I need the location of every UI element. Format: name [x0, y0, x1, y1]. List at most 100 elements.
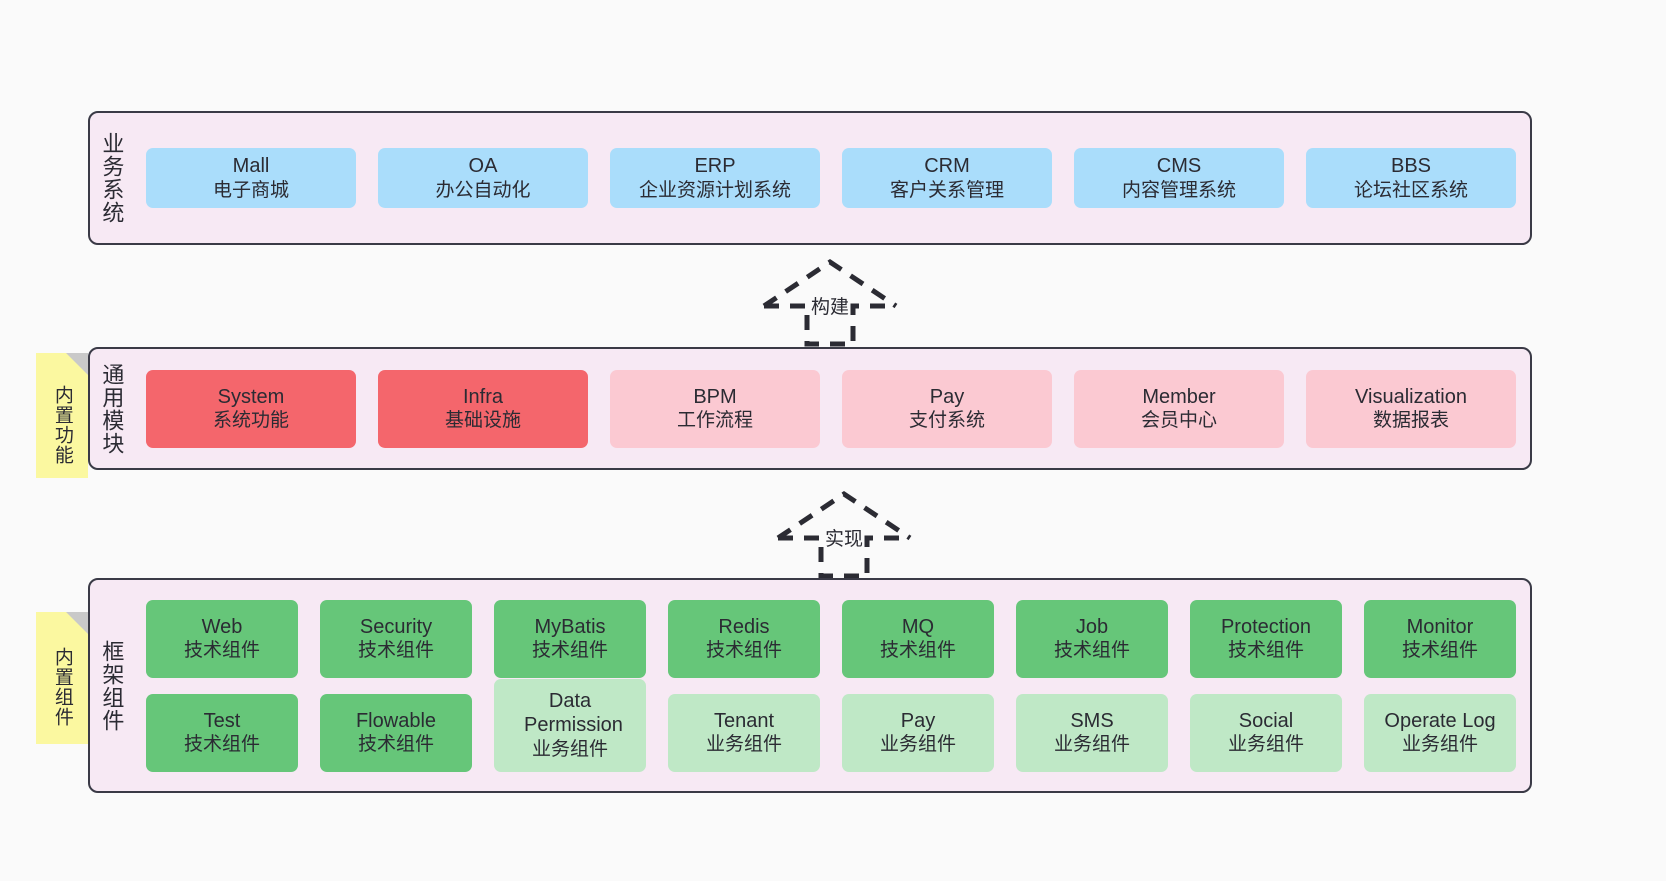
- node-title-en: Operate Log: [1384, 709, 1496, 732]
- node-title-cn: 业务组件: [879, 734, 956, 756]
- node-infra[interactable]: Infra 基础设施: [378, 369, 588, 448]
- node-title-cn: 支付系统: [908, 410, 985, 432]
- node-security[interactable]: Security 技术组件: [320, 599, 472, 678]
- node-mall[interactable]: Mall 电子商城: [146, 148, 356, 208]
- node-title-cn: 工作流程: [676, 410, 753, 432]
- node-title-en: Member: [1142, 385, 1216, 408]
- node-row: System 系统功能 Infra 基础设施 BPM 工作流程 Pay 支付系统…: [146, 369, 1516, 448]
- node-cms[interactable]: CMS 内容管理系统: [1074, 148, 1284, 208]
- node-title-en: Protection: [1220, 615, 1312, 638]
- node-title-cn: 技术组件: [1401, 640, 1478, 662]
- node-tenant[interactable]: Tenant 业务组件: [668, 693, 820, 772]
- node-title-en: Flowable: [355, 709, 437, 732]
- node-pay[interactable]: Pay 支付系统: [842, 369, 1052, 448]
- note-fold-corner: [66, 612, 88, 634]
- node-title-cn: 企业资源计划系统: [638, 179, 791, 201]
- node-system[interactable]: System 系统功能: [146, 369, 356, 448]
- sticky-note-builtin-function: 内置功能: [36, 353, 88, 478]
- node-title-cn: 业务组件: [1401, 734, 1478, 756]
- node-title-cn: 内容管理系统: [1121, 179, 1236, 201]
- node-test[interactable]: Test 技术组件: [146, 693, 298, 772]
- node-title-en: Social: [1238, 709, 1294, 732]
- node-visualization[interactable]: Visualization 数据报表: [1306, 369, 1516, 448]
- node-title-cn: 论坛社区系统: [1353, 179, 1468, 201]
- node-title-en: Pay: [929, 385, 965, 408]
- node-mq[interactable]: MQ 技术组件: [842, 599, 994, 678]
- node-title-cn: 基础设施: [444, 410, 521, 432]
- node-title-cn: 技术组件: [705, 640, 782, 662]
- node-monitor[interactable]: Monitor 技术组件: [1364, 599, 1516, 678]
- node-title-cn: 客户关系管理: [889, 179, 1004, 201]
- node-title-en: BBS: [1390, 155, 1432, 178]
- node-title-cn: 技术组件: [879, 640, 956, 662]
- layer-body-common-module: System 系统功能 Infra 基础设施 BPM 工作流程 Pay 支付系统…: [132, 349, 1530, 468]
- node-oa[interactable]: OA 办公自动化: [378, 148, 588, 208]
- layer-framework-component: 框架组件 Web 技术组件 Security 技术组件 MyBatis 技术组件…: [88, 578, 1532, 793]
- node-row: Test 技术组件 Flowable 技术组件 Data Permission …: [146, 678, 1516, 772]
- node-title-en: Security: [359, 615, 433, 638]
- sticky-note-label: 内置组件: [51, 647, 73, 727]
- node-title-en: MyBatis: [534, 615, 606, 638]
- node-title-cn: 技术组件: [183, 640, 260, 662]
- arrow-build: 构建: [760, 258, 900, 347]
- node-title-en: MQ: [901, 615, 935, 638]
- node-title-cn: 系统功能: [212, 410, 289, 432]
- node-erp[interactable]: ERP 企业资源计划系统: [610, 148, 820, 208]
- layer-title-business-system: 业务系统: [99, 132, 125, 224]
- node-bpm[interactable]: BPM 工作流程: [610, 369, 820, 448]
- node-title-en: System: [217, 385, 285, 408]
- node-row: Mall 电子商城 OA 办公自动化 ERP 企业资源计划系统 CRM 客户关系…: [146, 148, 1516, 208]
- node-title-cn: 技术组件: [1227, 640, 1304, 662]
- layer-business-system: 业务系统 Mall 电子商城 OA 办公自动化 ERP 企业资源计划系统 CRM…: [88, 111, 1532, 245]
- node-protection[interactable]: Protection 技术组件: [1190, 599, 1342, 678]
- node-title-en: BPM: [693, 385, 737, 408]
- node-title-en: Redis: [718, 615, 770, 638]
- node-sms[interactable]: SMS 业务组件: [1016, 693, 1168, 772]
- node-title-en: Visualization: [1355, 385, 1467, 408]
- node-title-en: SMS: [1070, 709, 1114, 732]
- node-row: Web 技术组件 Security 技术组件 MyBatis 技术组件 Redi…: [146, 599, 1516, 678]
- node-title-en: Mall: [232, 155, 270, 178]
- layer-common-module: 通用模块 System 系统功能 Infra 基础设施 BPM 工作流程 Pay…: [88, 347, 1532, 470]
- node-job[interactable]: Job 技术组件: [1016, 599, 1168, 678]
- node-bbs[interactable]: BBS 论坛社区系统: [1306, 148, 1516, 208]
- note-fold-corner: [66, 353, 88, 375]
- node-title-cn: 办公自动化: [435, 179, 531, 201]
- node-title-cn: 业务组件: [1053, 734, 1130, 756]
- node-title-cn: 电子商城: [212, 179, 289, 201]
- node-flowable[interactable]: Flowable 技术组件: [320, 693, 472, 772]
- sticky-note-builtin-component: 内置组件: [36, 612, 88, 744]
- node-title-cn: 技术组件: [183, 734, 260, 756]
- node-title-en: Infra: [462, 385, 504, 408]
- node-title-cn: 会员中心: [1140, 410, 1217, 432]
- node-title-cn: 业务组件: [705, 734, 782, 756]
- node-title-cn: 技术组件: [357, 734, 434, 756]
- node-social[interactable]: Social 业务组件: [1190, 693, 1342, 772]
- node-title-cn: 数据报表: [1372, 410, 1449, 432]
- node-title-cn: 技术组件: [1053, 640, 1130, 662]
- sticky-note-label: 内置功能: [51, 384, 73, 465]
- node-mybatis[interactable]: MyBatis 技术组件: [494, 599, 646, 678]
- node-crm[interactable]: CRM 客户关系管理: [842, 148, 1052, 208]
- node-title-en: Web: [201, 615, 243, 638]
- node-redis[interactable]: Redis 技术组件: [668, 599, 820, 678]
- node-title-cn: 业务组件: [531, 738, 608, 760]
- arrow-implement: 实现: [774, 490, 914, 579]
- node-title-en: Monitor: [1406, 615, 1474, 638]
- arrow-label-build: 构建: [810, 297, 850, 318]
- node-title-en: CMS: [1156, 155, 1202, 178]
- node-title-cn: 技术组件: [531, 640, 608, 662]
- node-operate-log[interactable]: Operate Log 业务组件: [1364, 693, 1516, 772]
- layer-title-common-module: 通用模块: [99, 362, 125, 455]
- node-title-en: CRM: [924, 155, 970, 178]
- node-title-en: Data Permission: [524, 690, 623, 737]
- node-title-en: Test: [203, 709, 241, 732]
- node-data-permission[interactable]: Data Permission 业务组件: [494, 678, 646, 772]
- node-web[interactable]: Web 技术组件: [146, 599, 298, 678]
- node-title-cn: 技术组件: [357, 640, 434, 662]
- node-member[interactable]: Member 会员中心: [1074, 369, 1284, 448]
- node-title-en: Pay: [900, 709, 936, 732]
- node-pay-component[interactable]: Pay 业务组件: [842, 693, 994, 772]
- node-title-en: OA: [468, 155, 498, 178]
